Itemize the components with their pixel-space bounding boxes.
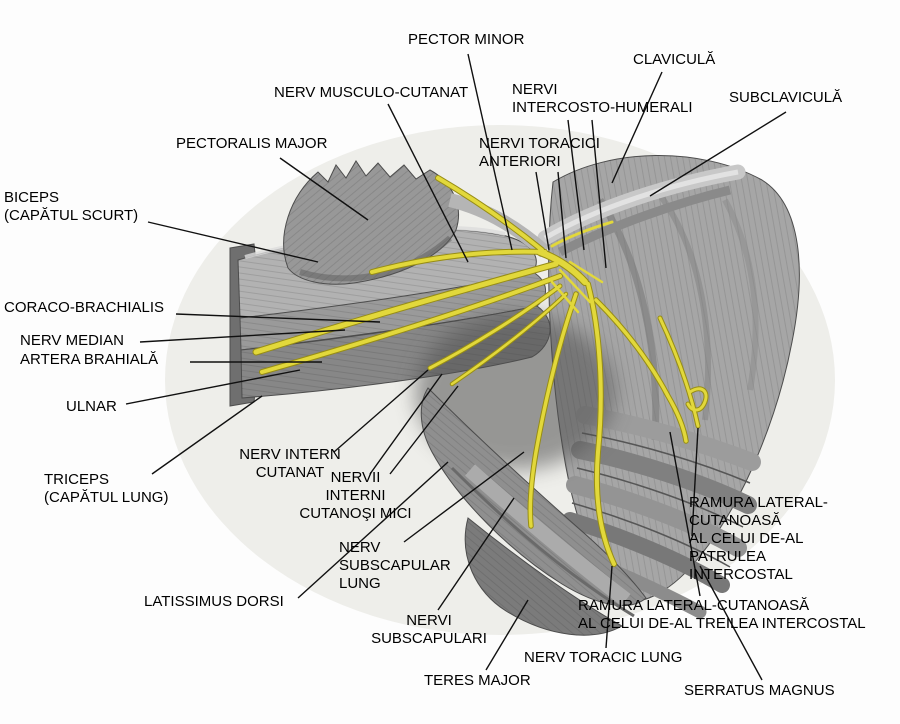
label-nervii-interni-cutanosi-mici: NERVII INTERNI CUTANOŞI MICI	[299, 469, 412, 522]
label-biceps-capatul-scurt: BICEPS (CAPĂTUL SCURT)	[4, 189, 139, 224]
label-nervi-subscapulari: NERVI SUBSCAPULARI	[371, 612, 487, 647]
label-serratus-magnus: SERRATUS MAGNUS	[684, 682, 835, 699]
label-teres-major: TERES MAJOR	[424, 672, 531, 689]
nerve-highlights	[252, 175, 709, 567]
label-ulnar: ULNAR	[66, 398, 117, 415]
label-triceps-capatul-lung: TRICEPS (CAPĂTUL LUNG)	[44, 471, 169, 506]
label-nervi-intercosto-humerali: NERVI INTERCOSTO-HUMERALI	[512, 81, 693, 116]
label-subclavicula: SUBCLAVICULĂ	[729, 89, 843, 106]
label-coraco-brachialis: CORACO-BRACHIALIS	[4, 299, 165, 316]
label-nerv-intern-cutanat: NERV INTERN CUTANAT	[239, 446, 341, 481]
label-ramura-lateral-cutanoasa-patrulea: RAMURA LATERAL- CUTANOASĂ AL CELUI DE-AL…	[689, 494, 828, 583]
label-nerv-median: NERV MEDIAN	[20, 332, 124, 349]
label-pectoralis-major: PECTORALIS MAJOR	[176, 135, 328, 152]
label-clavicula: CLAVICULĂ	[633, 51, 716, 68]
label-nerv-subscapular-lung: NERV SUBSCAPULAR LUNG	[339, 539, 451, 592]
label-pector-minor: PECTOR MINOR	[408, 31, 525, 48]
label-nervi-toracici-anteriori: NERVI TORACICI ANTERIORI	[479, 135, 600, 170]
leader-lines	[125, 53, 787, 681]
label-ramura-lateral-cutanoasa-treilea: RAMURA LATERAL-CUTANOASĂ AL CELUI DE-AL …	[578, 597, 866, 632]
label-artera-brahiala: ARTERA BRAHIALĂ	[20, 351, 159, 368]
label-nerv-musculo-cutanat: NERV MUSCULO-CUTANAT	[274, 84, 469, 101]
label-nerv-toracic-lung: NERV TORACIC LUNG	[524, 649, 683, 666]
label-latissimus-dorsi: LATISSIMUS DORSI	[144, 593, 284, 610]
